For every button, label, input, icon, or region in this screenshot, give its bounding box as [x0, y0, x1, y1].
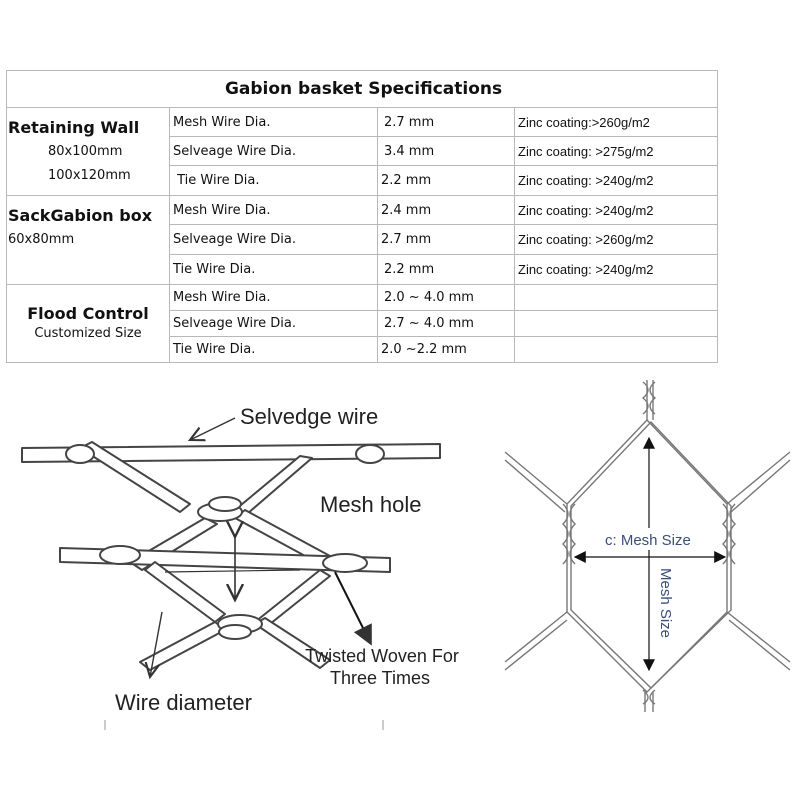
table-title: Gabion basket Specifications	[5, 70, 719, 108]
zinc-cell: Zinc coating: >240g/m2	[513, 254, 719, 285]
group-size: 60x80mm	[8, 232, 75, 247]
hexagonal-mesh-diagram: c: Mesh Size Mesh Size	[504, 380, 791, 712]
group-size: Customized Size	[34, 325, 142, 341]
group-size: 80x100mm	[48, 144, 123, 159]
mesh-hole-label: Mesh hole	[320, 492, 422, 517]
item-cell: Mesh Wire Dia.	[169, 107, 378, 137]
group-retaining-wall: Retaining Wall 80x100mm 100x120mm	[6, 107, 170, 196]
item-cell: Selveage Wire Dia.	[169, 310, 378, 337]
table-row: Selveage Wire Dia. 2.7 ~ 4.0 mm	[7, 310, 719, 337]
dia-cell: 2.0 ~2.2 mm	[377, 336, 515, 363]
selvedge-wire-label: Selvedge wire	[240, 404, 378, 429]
zinc-cell	[513, 284, 719, 311]
group-sackgabion-box: SackGabion box 60x80mm	[6, 195, 170, 285]
twisted-woven-label: Twisted Woven For	[305, 646, 459, 666]
item-cell: Selveage Wire Dia.	[169, 136, 378, 166]
zinc-cell	[513, 336, 719, 363]
wire-mesh-diagram: Selvedge wire Mesh hole Twisted Woven Fo…	[21, 404, 459, 730]
table-row: Selveage Wire Dia. 2.7 mm Zinc coating: …	[7, 224, 719, 255]
mesh-size-vertical-label: Mesh Size	[657, 568, 674, 638]
dia-cell: 2.7 ~ 4.0 mm	[377, 310, 515, 337]
twisted-woven-label-2: Three Times	[330, 668, 430, 688]
table-row: SackGabion box 60x80mm Mesh Wire Dia. 2.…	[6, 195, 719, 285]
item-cell: Mesh Wire Dia.	[169, 284, 378, 311]
table-row: Flood Control Customized Size Mesh Wire …	[6, 284, 719, 363]
dia-cell: 2.0 ~ 4.0 mm	[377, 284, 515, 311]
table-row: Tie Wire Dia. 2.0 ~2.2 mm	[7, 336, 719, 363]
dia-cell: 2.4 mm	[377, 195, 515, 225]
table-row: Retaining Wall 80x100mm 100x120mm Mesh W…	[6, 107, 719, 196]
group-name: Retaining Wall	[8, 118, 140, 137]
dia-cell: 3.4 mm	[377, 136, 515, 166]
dia-cell: 2.7 mm	[377, 107, 515, 137]
table-row: Selveage Wire Dia. 3.4 mm Zinc coating: …	[7, 136, 719, 166]
item-cell: Tie Wire Dia.	[169, 254, 378, 285]
selvedge-wire-shape	[21, 443, 441, 463]
zinc-cell	[513, 310, 719, 337]
item-cell: Selveage Wire Dia.	[169, 224, 378, 255]
zinc-cell: Zinc coating: >240g/m2	[513, 195, 719, 225]
group-name: SackGabion box	[8, 206, 153, 225]
dia-cell: 2.2 mm	[377, 165, 515, 196]
item-cell: Tie Wire Dia.	[169, 165, 378, 196]
zinc-cell: Zinc coating: >275g/m2	[513, 136, 719, 166]
zinc-cell: Zinc coating: >260g/m2	[513, 224, 719, 255]
dia-cell: 2.7 mm	[377, 224, 515, 255]
zinc-cell: Zinc coating: >240g/m2	[513, 165, 719, 196]
group-size: 100x120mm	[48, 168, 131, 183]
wire-diameter-label: Wire diameter	[115, 690, 252, 715]
table-row: Tie Wire Dia. 2.2 mm Zinc coating: >240g…	[7, 165, 719, 196]
mesh-size-c-label: c: Mesh Size	[605, 532, 691, 549]
item-cell: Tie Wire Dia.	[169, 336, 378, 363]
spec-table: Gabion basket Specifications Retaining W…	[5, 70, 719, 363]
dia-cell: 2.2 mm	[377, 254, 515, 285]
group-name: Flood Control	[27, 303, 149, 323]
zinc-cell: Zinc coating:>260g/m2	[513, 107, 719, 137]
group-flood-control: Flood Control Customized Size	[6, 284, 170, 363]
item-cell: Mesh Wire Dia.	[169, 195, 378, 225]
